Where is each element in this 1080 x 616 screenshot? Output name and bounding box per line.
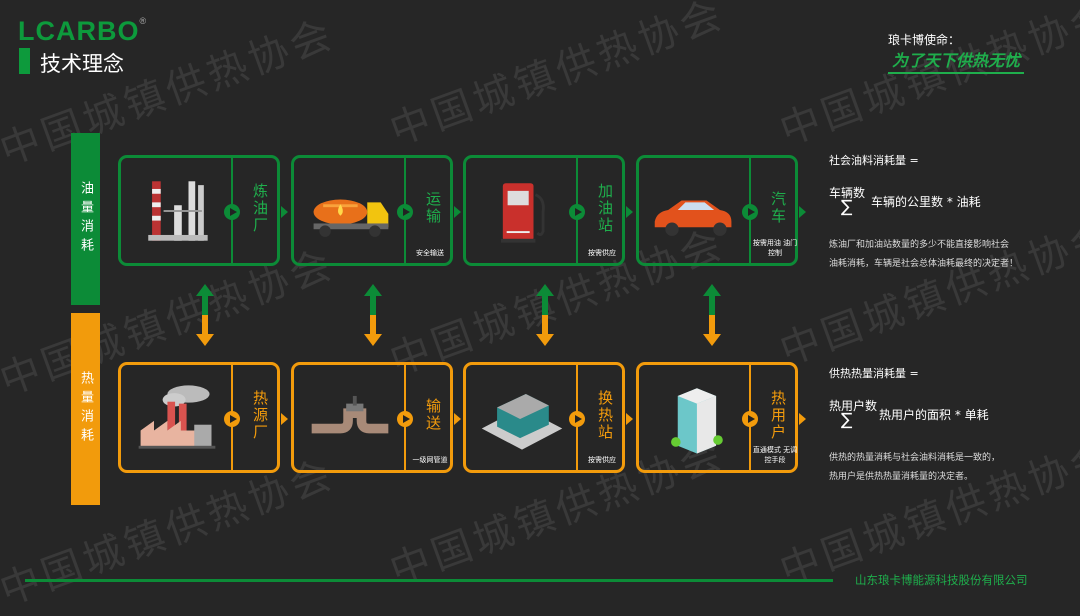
bidirectional-arrow-icon	[196, 284, 214, 346]
note-line: 油耗消耗，车辆是社会总体油耗最终的决定者！	[829, 259, 1019, 269]
heat-card-3[interactable]: 热用户 直通模式 无调控手段	[636, 362, 806, 473]
card-label: 汽车	[769, 191, 787, 225]
play-icon[interactable]	[569, 204, 585, 220]
play-icon[interactable]	[569, 411, 585, 427]
formula-expression: 车辆的公里数 * 油耗	[871, 195, 981, 209]
oil-card-0[interactable]: 炼油厂	[118, 155, 288, 266]
side-label-heat: 热量消耗	[71, 313, 100, 505]
note-line: 热用户是供热热量消耗量的决定者。	[829, 472, 974, 482]
flow-arrow-icon	[626, 413, 633, 425]
side-label-oil: 油量消耗	[71, 133, 100, 305]
heat-formula: 供热热量消耗量 = 热用户数∑ 热用户的面积 * 单耗 供热的热量消耗与社会油料消…	[829, 365, 1000, 487]
card-sublabel: 安全输送	[416, 249, 444, 257]
card-sublabel: 直通模式 无调控手段	[752, 446, 798, 464]
card-label: 输送	[424, 398, 442, 432]
title-accent	[19, 48, 30, 74]
oil-formula: 社会油料消耗量 = 车辆数∑ 车辆的公里数 * 油耗 炼油厂和加油站数量的多少不能…	[829, 152, 1018, 274]
logo: LCARBO®	[18, 16, 148, 46]
flow-arrow-icon	[799, 206, 806, 218]
formula-title: 供热热量消耗量 =	[829, 367, 919, 380]
mission-slogan: 为了天下供热无忧	[888, 47, 1025, 74]
card-label: 炼油厂	[251, 182, 269, 234]
formula-expression: 热用户的面积 * 单耗	[879, 408, 989, 422]
fuel-pump-icon	[500, 183, 545, 243]
sigma-icon: ∑	[841, 197, 853, 217]
footer-divider	[25, 579, 833, 582]
bidirectional-arrow-icon	[364, 284, 382, 346]
heat-card-1[interactable]: 输送 一级网管道	[291, 362, 461, 473]
card-label: 加油站	[596, 182, 614, 234]
card-label: 运输	[424, 191, 442, 225]
flow-arrow-icon	[281, 413, 288, 425]
oil-card-1[interactable]: 运输 安全输送	[291, 155, 461, 266]
flow-arrow-icon	[281, 206, 288, 218]
card-label: 热用户	[769, 389, 787, 441]
card-sublabel: 一级网管道	[412, 456, 448, 464]
oil-card-2[interactable]: 加油站 按需供应	[463, 155, 633, 266]
refinery-icon	[148, 181, 208, 241]
bidirectional-arrow-icon	[703, 284, 721, 346]
flow-arrow-icon	[799, 413, 806, 425]
mission-label: 琅卡博使命：	[888, 33, 961, 47]
flow-arrow-icon	[626, 206, 633, 218]
flow-arrow-icon	[454, 206, 461, 218]
play-icon[interactable]	[742, 204, 758, 220]
play-icon[interactable]	[224, 411, 240, 427]
play-icon[interactable]	[397, 411, 413, 427]
note-line: 炼油厂和加油站数量的多少不能直接影响社会	[829, 240, 1010, 250]
play-icon[interactable]	[397, 204, 413, 220]
watermark: 中国城镇供热协会	[384, 0, 731, 155]
building-icon	[671, 388, 723, 454]
sum-upper: 车辆数	[829, 186, 866, 200]
tanker-truck-icon	[313, 199, 389, 237]
card-label: 换热站	[596, 389, 614, 441]
note-line: 供热的热量消耗与社会油料消耗是一致的，	[829, 453, 1001, 463]
card-label: 热源厂	[251, 389, 269, 441]
page-title: 技术理念	[40, 52, 124, 76]
heat-card-2[interactable]: 换热站 按需供应	[463, 362, 633, 473]
oil-card-3[interactable]: 汽车 按需用油 油门控制	[636, 155, 806, 266]
sum-upper: 热用户数	[829, 399, 878, 413]
sigma-icon: ∑	[841, 410, 853, 430]
company-name: 山东琅卡博能源科技股份有限公司	[855, 573, 1028, 587]
heat-station-icon	[481, 394, 563, 450]
card-sublabel: 按需用油 油门控制	[752, 239, 798, 257]
formula-title: 社会油料消耗量 =	[829, 154, 919, 167]
card-sublabel: 按需供应	[588, 249, 616, 257]
flow-arrow-icon	[454, 413, 461, 425]
heat-card-0[interactable]: 热源厂	[118, 362, 288, 473]
card-sublabel: 按需供应	[588, 456, 616, 464]
watermark: 中国城镇供热协会	[774, 0, 1080, 155]
play-icon[interactable]	[742, 411, 758, 427]
factory-icon	[138, 385, 216, 449]
car-icon	[654, 200, 732, 236]
pipeline-icon	[311, 395, 389, 434]
play-icon[interactable]	[224, 204, 240, 220]
bidirectional-arrow-icon	[536, 284, 554, 346]
